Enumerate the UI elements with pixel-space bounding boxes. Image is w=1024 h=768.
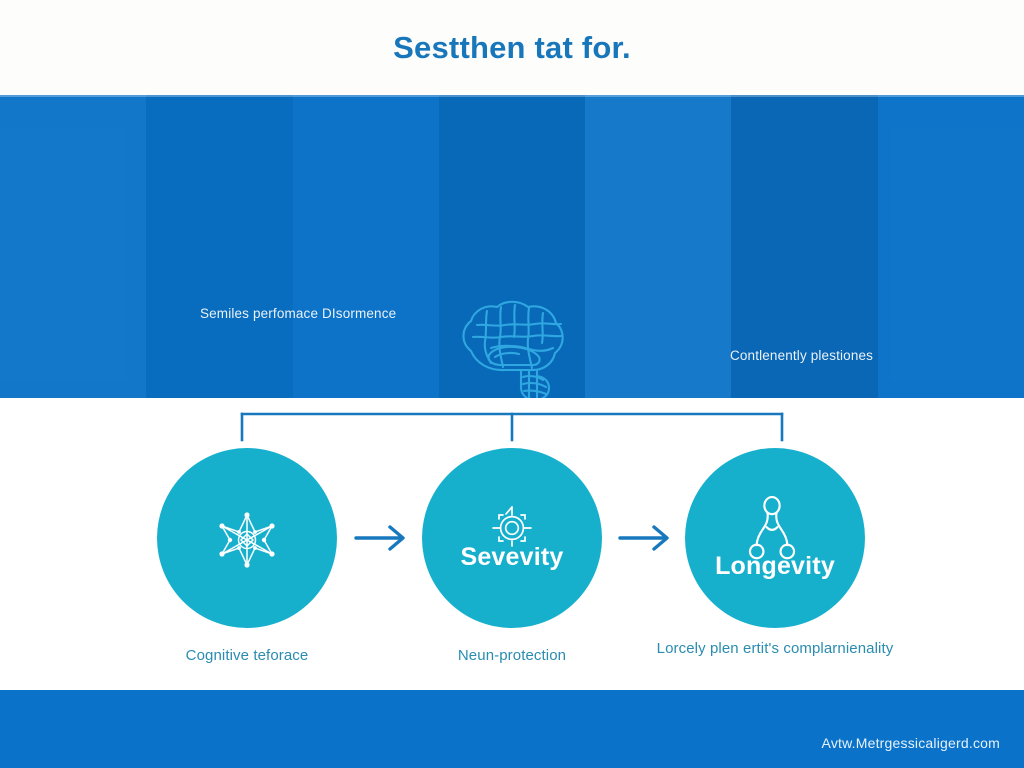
node-severity[interactable]: Sevevity bbox=[422, 448, 602, 628]
branching-molecule-icon bbox=[745, 495, 805, 559]
hero-stripe bbox=[0, 95, 146, 398]
node-longevity[interactable]: Longevity bbox=[685, 448, 865, 628]
node-caption-severity: Neun-protection bbox=[457, 647, 567, 664]
bracket-connector bbox=[240, 410, 784, 444]
hero-top-divider bbox=[0, 95, 1024, 97]
hero-stripe bbox=[293, 95, 439, 398]
arrow-right-icon bbox=[616, 522, 676, 554]
target-crosshair-icon bbox=[491, 505, 533, 547]
hero-stripe bbox=[731, 95, 878, 398]
node-caption-longevity: Lorcely plen ertit's complarnienality bbox=[656, 640, 894, 657]
hero-left-text: Semiles perfomace DIsormence bbox=[200, 306, 397, 321]
page-title: Sestthen tat for. bbox=[393, 29, 631, 65]
hero-stripe bbox=[146, 95, 293, 398]
hero-band: Semiles perfomace DIsormence bbox=[0, 95, 1024, 398]
node-cognitive[interactable] bbox=[157, 448, 337, 628]
arrow-right-icon bbox=[352, 522, 412, 554]
process-nodes-row: Sevevity Longevity bbox=[0, 448, 1024, 628]
footer-bar: Avtw.Metrgessicaligerd.com bbox=[0, 690, 1024, 768]
node-label: Longevity bbox=[715, 551, 835, 580]
footer-url: Avtw.Metrgessicaligerd.com bbox=[821, 735, 1000, 751]
network-node-star-icon bbox=[217, 510, 277, 570]
node-caption-cognitive: Cognitive teforace bbox=[185, 647, 309, 664]
hero-stripe-overlay bbox=[0, 95, 1024, 398]
hero-stripe bbox=[585, 95, 732, 398]
hero-right-text: Contlenently plestiones bbox=[730, 348, 874, 363]
title-banner: Sestthen tat for. bbox=[0, 0, 1024, 95]
node-label: Sevevity bbox=[460, 542, 564, 571]
brain-icon bbox=[443, 291, 583, 398]
